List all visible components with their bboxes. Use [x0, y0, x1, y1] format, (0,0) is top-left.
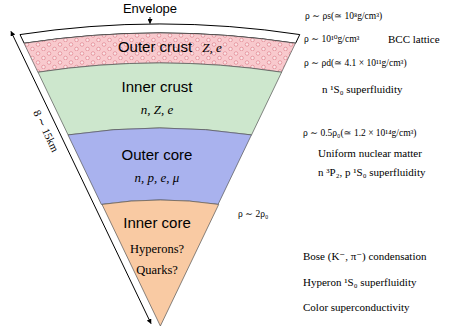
text-holder: BCC lattice: [388, 33, 440, 46]
density-label: ρ ∼ 10¹⁰g/cm³: [304, 34, 359, 45]
property-note: Uniform nuclear matter: [318, 147, 422, 160]
layer-name: Outer core: [122, 146, 193, 163]
layer-band: Outer core n, p, e, μ: [68, 128, 251, 204]
text-holder: Color superconductivity: [303, 301, 410, 314]
property-note: Bose (K⁻, π⁻) condensation: [303, 250, 426, 263]
band-outline: [102, 200, 219, 326]
property-note: Hyperon ¹S₀ superfluidity: [303, 276, 416, 289]
text-holder: ρ ∼ 2ρ₀: [238, 209, 268, 220]
text-holder: n, p, e, μ: [135, 171, 180, 186]
layer-name: Inner core: [123, 214, 191, 231]
text-holder: Z, e: [202, 41, 222, 56]
density-label: ρ ∼ ρs(≃ 10⁸g/cm³): [305, 11, 382, 22]
text-holder: n ¹S₀ superfluidity: [322, 83, 402, 96]
particle-content: Z, e: [202, 41, 222, 56]
layer-band: Inner coreHyperons? Quarks?: [102, 200, 219, 326]
text-holder: Outer crust: [118, 38, 192, 55]
band-outline: [38, 63, 282, 135]
text-holder: n, Z, e: [141, 103, 174, 118]
text-holder: 8 ∼ 15km: [31, 108, 62, 154]
layer-band: Inner crust n, Z, e: [38, 63, 282, 135]
particle-content: n, p, e, μ: [135, 171, 180, 186]
text-holder: ρ ∼ 0.5ρ₀(≃ 1.2 × 10¹⁴g/cm³): [303, 128, 417, 139]
density-label: ρ ∼ 0.5ρ₀(≃ 1.2 × 10¹⁴g/cm³): [303, 128, 417, 139]
text-holder: n ³P₂, p ¹S₀ superfluidity: [318, 166, 425, 179]
text-holder: ρ ∼ ρd(≃ 4.1 × 10¹¹g/cm³): [304, 58, 407, 69]
property-note: Color superconductivity: [303, 301, 410, 314]
dimension-label: 8 ∼ 15km: [31, 108, 62, 154]
text-holder: ρ ∼ ρs(≃ 10⁸g/cm³): [305, 11, 382, 22]
text-holder: Inner crust: [122, 78, 193, 95]
text-holder: Outer core: [122, 146, 193, 163]
text-holder: Hyperons? Quarks?: [127, 239, 187, 281]
layer-name: Outer crust: [118, 38, 192, 55]
band-shape: [68, 128, 251, 204]
property-note: n ³P₂, p ¹S₀ superfluidity: [318, 166, 425, 179]
particle-content: n, Z, e: [141, 103, 174, 118]
band-outline: [68, 128, 251, 204]
pointer-arrow: [150, 17, 151, 24]
text-holder: Hyperon ¹S₀ superfluidity: [303, 276, 416, 289]
text-holder: ρ ∼ 10¹⁰g/cm³: [304, 34, 359, 45]
density-label: ρ ∼ 2ρ₀: [238, 209, 268, 220]
text-holder: Inner core: [123, 214, 191, 231]
layer-name: Envelope: [123, 2, 177, 17]
text-holder: Uniform nuclear matter: [318, 147, 422, 160]
particle-content: Hyperons? Quarks?: [127, 239, 187, 281]
text-holder: Envelope: [123, 2, 177, 17]
text-holder: Bose (K⁻, π⁻) condensation: [303, 250, 426, 263]
property-note: BCC lattice: [388, 33, 440, 46]
layer-name: Inner crust: [122, 78, 193, 95]
density-label: ρ ∼ ρd(≃ 4.1 × 10¹¹g/cm³): [304, 58, 407, 69]
property-note: n ¹S₀ superfluidity: [322, 83, 402, 96]
band-shape: [38, 63, 282, 135]
